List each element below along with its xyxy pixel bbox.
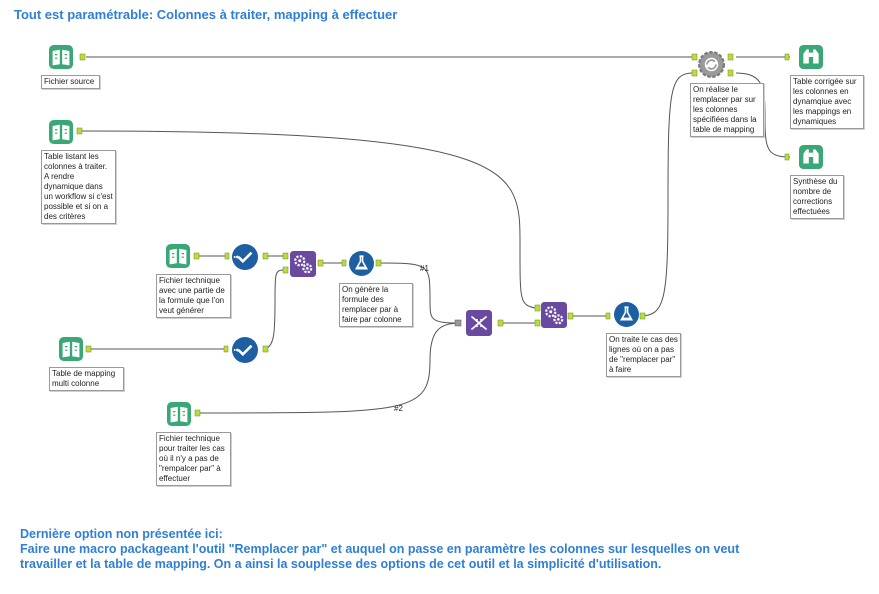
book-icon[interactable] (167, 402, 191, 426)
input-anchor (784, 53, 790, 61)
input-anchor (605, 312, 611, 320)
wire-label-2: #2 (394, 404, 403, 413)
book-icon[interactable] (49, 45, 73, 69)
input-anchor (282, 266, 289, 274)
footer-note: Dernière option non présentée ici: Faire… (20, 527, 820, 572)
output-anchor (567, 312, 574, 320)
output-anchor (194, 409, 201, 417)
anchors (76, 53, 790, 417)
node-label-tech1: Fichier technique avec une partie de la … (156, 274, 231, 318)
input-anchor (534, 304, 541, 312)
input-anchor (691, 69, 698, 77)
node-label-source: Fichier source (41, 75, 100, 89)
node-label-mapping: Table de mapping multi colonne (49, 367, 124, 391)
output-anchor (727, 53, 734, 61)
node-label-macro: On réalise le remplacer par sur les colo… (690, 83, 764, 137)
input-anchor (534, 319, 541, 327)
output-anchor (193, 252, 200, 260)
wire-cols-join2 (81, 130, 536, 309)
note-line-2: Faire une macro packageant l'outil "Remp… (20, 542, 740, 556)
wire-select2-join1 (262, 269, 284, 350)
node-label-tech2: Fichier technique pour traiter les cas o… (156, 432, 231, 486)
input-anchor (223, 345, 229, 353)
input-anchor (341, 259, 347, 267)
connectors (81, 56, 791, 414)
output-anchor (639, 312, 646, 320)
check-icon[interactable] (232, 244, 258, 270)
cog-macro-icon[interactable] (698, 51, 725, 78)
gears-icon[interactable] (290, 251, 316, 277)
dna-icon[interactable] (466, 310, 492, 336)
wire-macro-browse2 (735, 72, 791, 158)
flask-icon[interactable] (349, 251, 374, 276)
output-anchor (262, 252, 269, 260)
wire-formula1-union (375, 262, 461, 324)
book-icon[interactable] (166, 244, 190, 268)
output-anchor (497, 319, 504, 327)
flask-icon[interactable] (614, 302, 639, 327)
input-anchor (784, 153, 790, 161)
page-title: Tout est paramétrable: Colonnes à traite… (14, 7, 398, 22)
note-line-1: Dernière option non présentée ici: (20, 527, 223, 541)
node-label-formula1: On génère la formule des remplacer par à… (339, 283, 413, 327)
output-anchor (79, 53, 86, 61)
node-label-cols: Table listant les colonnes à traiter. A … (41, 150, 116, 224)
binoculars-icon[interactable] (799, 145, 823, 169)
output-anchor (76, 127, 83, 135)
wire-label-1: #1 (420, 264, 429, 273)
check-icon[interactable] (232, 337, 258, 363)
output-anchor (317, 259, 324, 267)
gears-icon[interactable] (541, 302, 567, 328)
output-anchor (727, 69, 734, 77)
input-anchor (224, 252, 230, 260)
node-label-browse1: Table corrigée sur les colonnes en dynam… (790, 75, 864, 129)
wire-tech2-union (199, 322, 461, 414)
wire-formula2-macro (639, 72, 694, 317)
node-label-formula2: On traite le cas des lignes où on a pas … (606, 333, 681, 377)
output-anchor (375, 259, 382, 267)
binoculars-icon[interactable] (799, 45, 823, 69)
input-anchor (454, 319, 462, 327)
input-anchor (282, 252, 289, 260)
output-anchor (262, 345, 269, 353)
node-label-browse2: Synthèse du nombre de corrections effect… (790, 175, 844, 219)
input-anchor (691, 53, 698, 61)
book-icon[interactable] (49, 120, 73, 144)
output-anchor (85, 345, 92, 353)
note-line-3: travailler et la table de mapping. On a … (20, 557, 662, 571)
book-icon[interactable] (59, 337, 83, 361)
